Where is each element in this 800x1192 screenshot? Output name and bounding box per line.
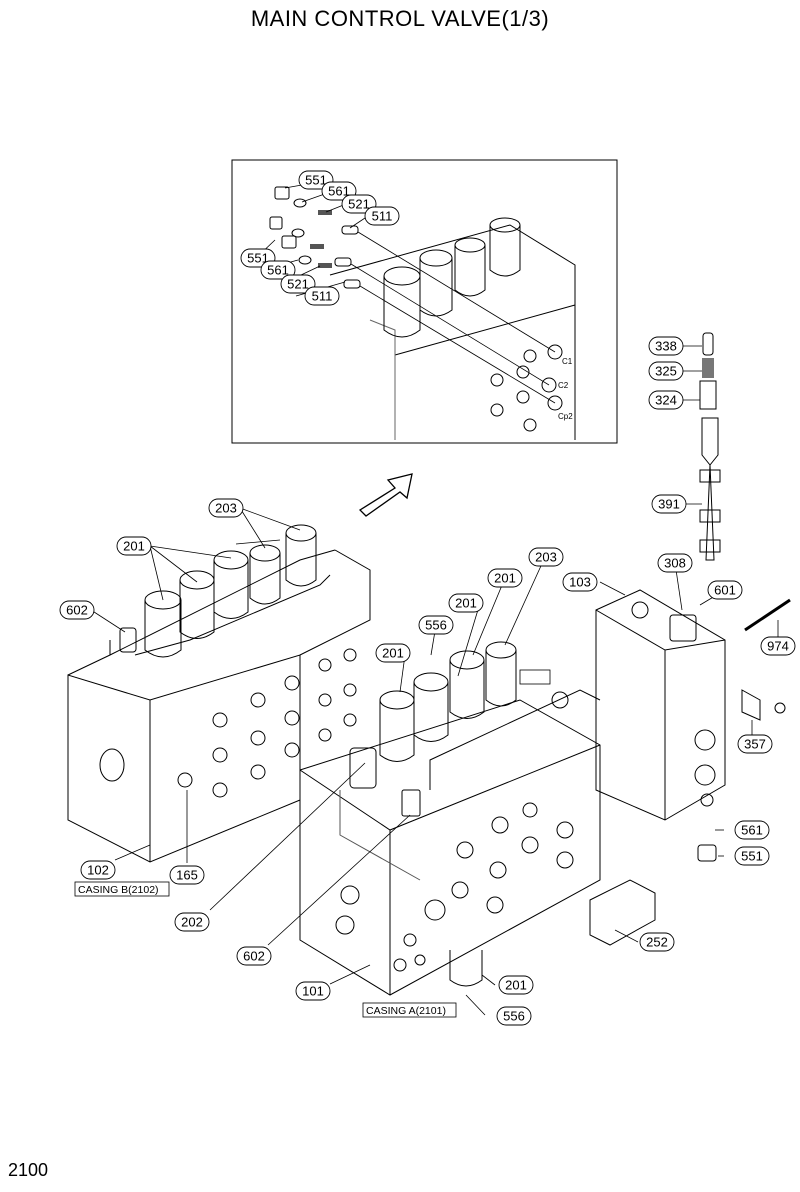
callout-391: 391 (651, 494, 687, 514)
callout-102: 102 (80, 860, 116, 880)
page-title: MAIN CONTROL VALVE(1/3) (250, 6, 550, 31)
callout-974: 974 (760, 636, 796, 656)
port-label-c2: C2 (558, 381, 569, 390)
page-number: 2100 (8, 1160, 49, 1180)
callout-text: 165 (176, 868, 198, 883)
callout-601: 601 (707, 580, 743, 600)
callout-252: 252 (639, 932, 675, 952)
callout-101: 101 (295, 981, 331, 1001)
port-label-cp2: Cp2 (558, 412, 573, 421)
callout-text: 511 (312, 289, 333, 304)
callout-103: 103 (562, 572, 598, 592)
callout-324: 324 (648, 390, 684, 410)
callout-text: 391 (658, 497, 680, 512)
callout-text: 203 (535, 550, 557, 565)
callout-text: 101 (302, 984, 324, 999)
callout-text: 602 (243, 949, 265, 964)
callout-text: 556 (425, 618, 447, 633)
callout-521: 521 (341, 194, 377, 214)
callout-602: 602 (59, 600, 95, 620)
callout-text: 551 (247, 251, 269, 266)
callout-text: 338 (655, 339, 677, 354)
callout-201: 201 (448, 593, 484, 613)
callout-text: 561 (267, 263, 289, 278)
callout-text: 201 (505, 978, 527, 993)
casing-b-ports (177, 648, 357, 798)
casing-captions: CASING B(2102) CASING A(2101) (74, 881, 457, 1018)
callout-556: 556 (496, 1006, 532, 1026)
casing-b-block (67, 524, 371, 863)
callout-text: 325 (655, 364, 677, 379)
callout-357: 357 (737, 734, 773, 754)
callout-text: 521 (287, 277, 309, 292)
module-252 (589, 879, 656, 946)
callout-521: 521 (280, 274, 316, 294)
callout-201: 201 (116, 536, 152, 556)
callout-text: 201 (455, 596, 477, 611)
callout-text: 201 (382, 646, 404, 661)
callout-561: 561 (734, 820, 770, 840)
casing-a-solenoids (349, 641, 517, 817)
casing-103-block (595, 589, 761, 821)
callout-602: 602 (236, 946, 272, 966)
callout-text: 201 (494, 571, 516, 586)
callout-561: 561 (260, 260, 296, 280)
callout-308: 308 (657, 553, 693, 573)
casing-a-caption: CASING A(2101) (366, 1005, 446, 1017)
callout-text: 511 (372, 209, 393, 224)
callout-text: 551 (305, 173, 327, 188)
detail-inset (231, 159, 618, 444)
callout-text: 357 (744, 737, 766, 752)
casing-a-block (299, 641, 656, 996)
callout-556: 556 (418, 615, 454, 635)
callout-text: 602 (66, 603, 88, 618)
spool-stack (697, 332, 791, 862)
inset-small-parts (269, 186, 361, 289)
callout-text: 324 (655, 393, 677, 408)
casing-b-solenoids (119, 524, 331, 658)
casing-b-caption: CASING B(2102) (78, 884, 159, 896)
callout-text: 561 (328, 184, 350, 199)
callout-labels: 5515615215115515615215113383253243913086… (59, 170, 796, 1026)
callout-338: 338 (648, 336, 684, 356)
callout-text: 102 (87, 863, 109, 878)
callout-text: 202 (181, 915, 203, 930)
callout-text: 203 (215, 501, 237, 516)
callout-text: 252 (646, 935, 668, 950)
port-label-c1: C1 (562, 357, 573, 366)
callout-201: 201 (498, 975, 534, 995)
inset-solenoids (383, 217, 521, 338)
callout-511: 511 (364, 206, 400, 226)
callout-201: 201 (375, 643, 411, 663)
callout-202: 202 (174, 912, 210, 932)
callout-text: 556 (503, 1009, 525, 1024)
callout-text: 308 (664, 556, 686, 571)
callout-203: 203 (208, 498, 244, 518)
direction-arrow (358, 473, 413, 517)
callout-201: 201 (487, 568, 523, 588)
callout-text: 561 (741, 823, 763, 838)
callout-text: 551 (741, 849, 763, 864)
callout-text: 521 (348, 197, 370, 212)
inset-ports (490, 344, 563, 432)
callout-203: 203 (528, 547, 564, 567)
port-labels: C1 C2 Cp2 (558, 357, 573, 421)
callout-text: 201 (123, 539, 145, 554)
leader-lines (90, 179, 779, 1016)
callout-165: 165 (169, 865, 205, 885)
callout-text: 103 (569, 575, 591, 590)
callout-text: 974 (767, 639, 789, 654)
casing-a-ports (335, 691, 574, 972)
inset-leader-lines (350, 231, 556, 404)
callout-text: 601 (714, 583, 736, 598)
callout-511: 511 (304, 286, 340, 306)
callout-325: 325 (648, 361, 684, 381)
callout-551: 551 (734, 846, 770, 866)
bottom-valve (449, 950, 483, 987)
